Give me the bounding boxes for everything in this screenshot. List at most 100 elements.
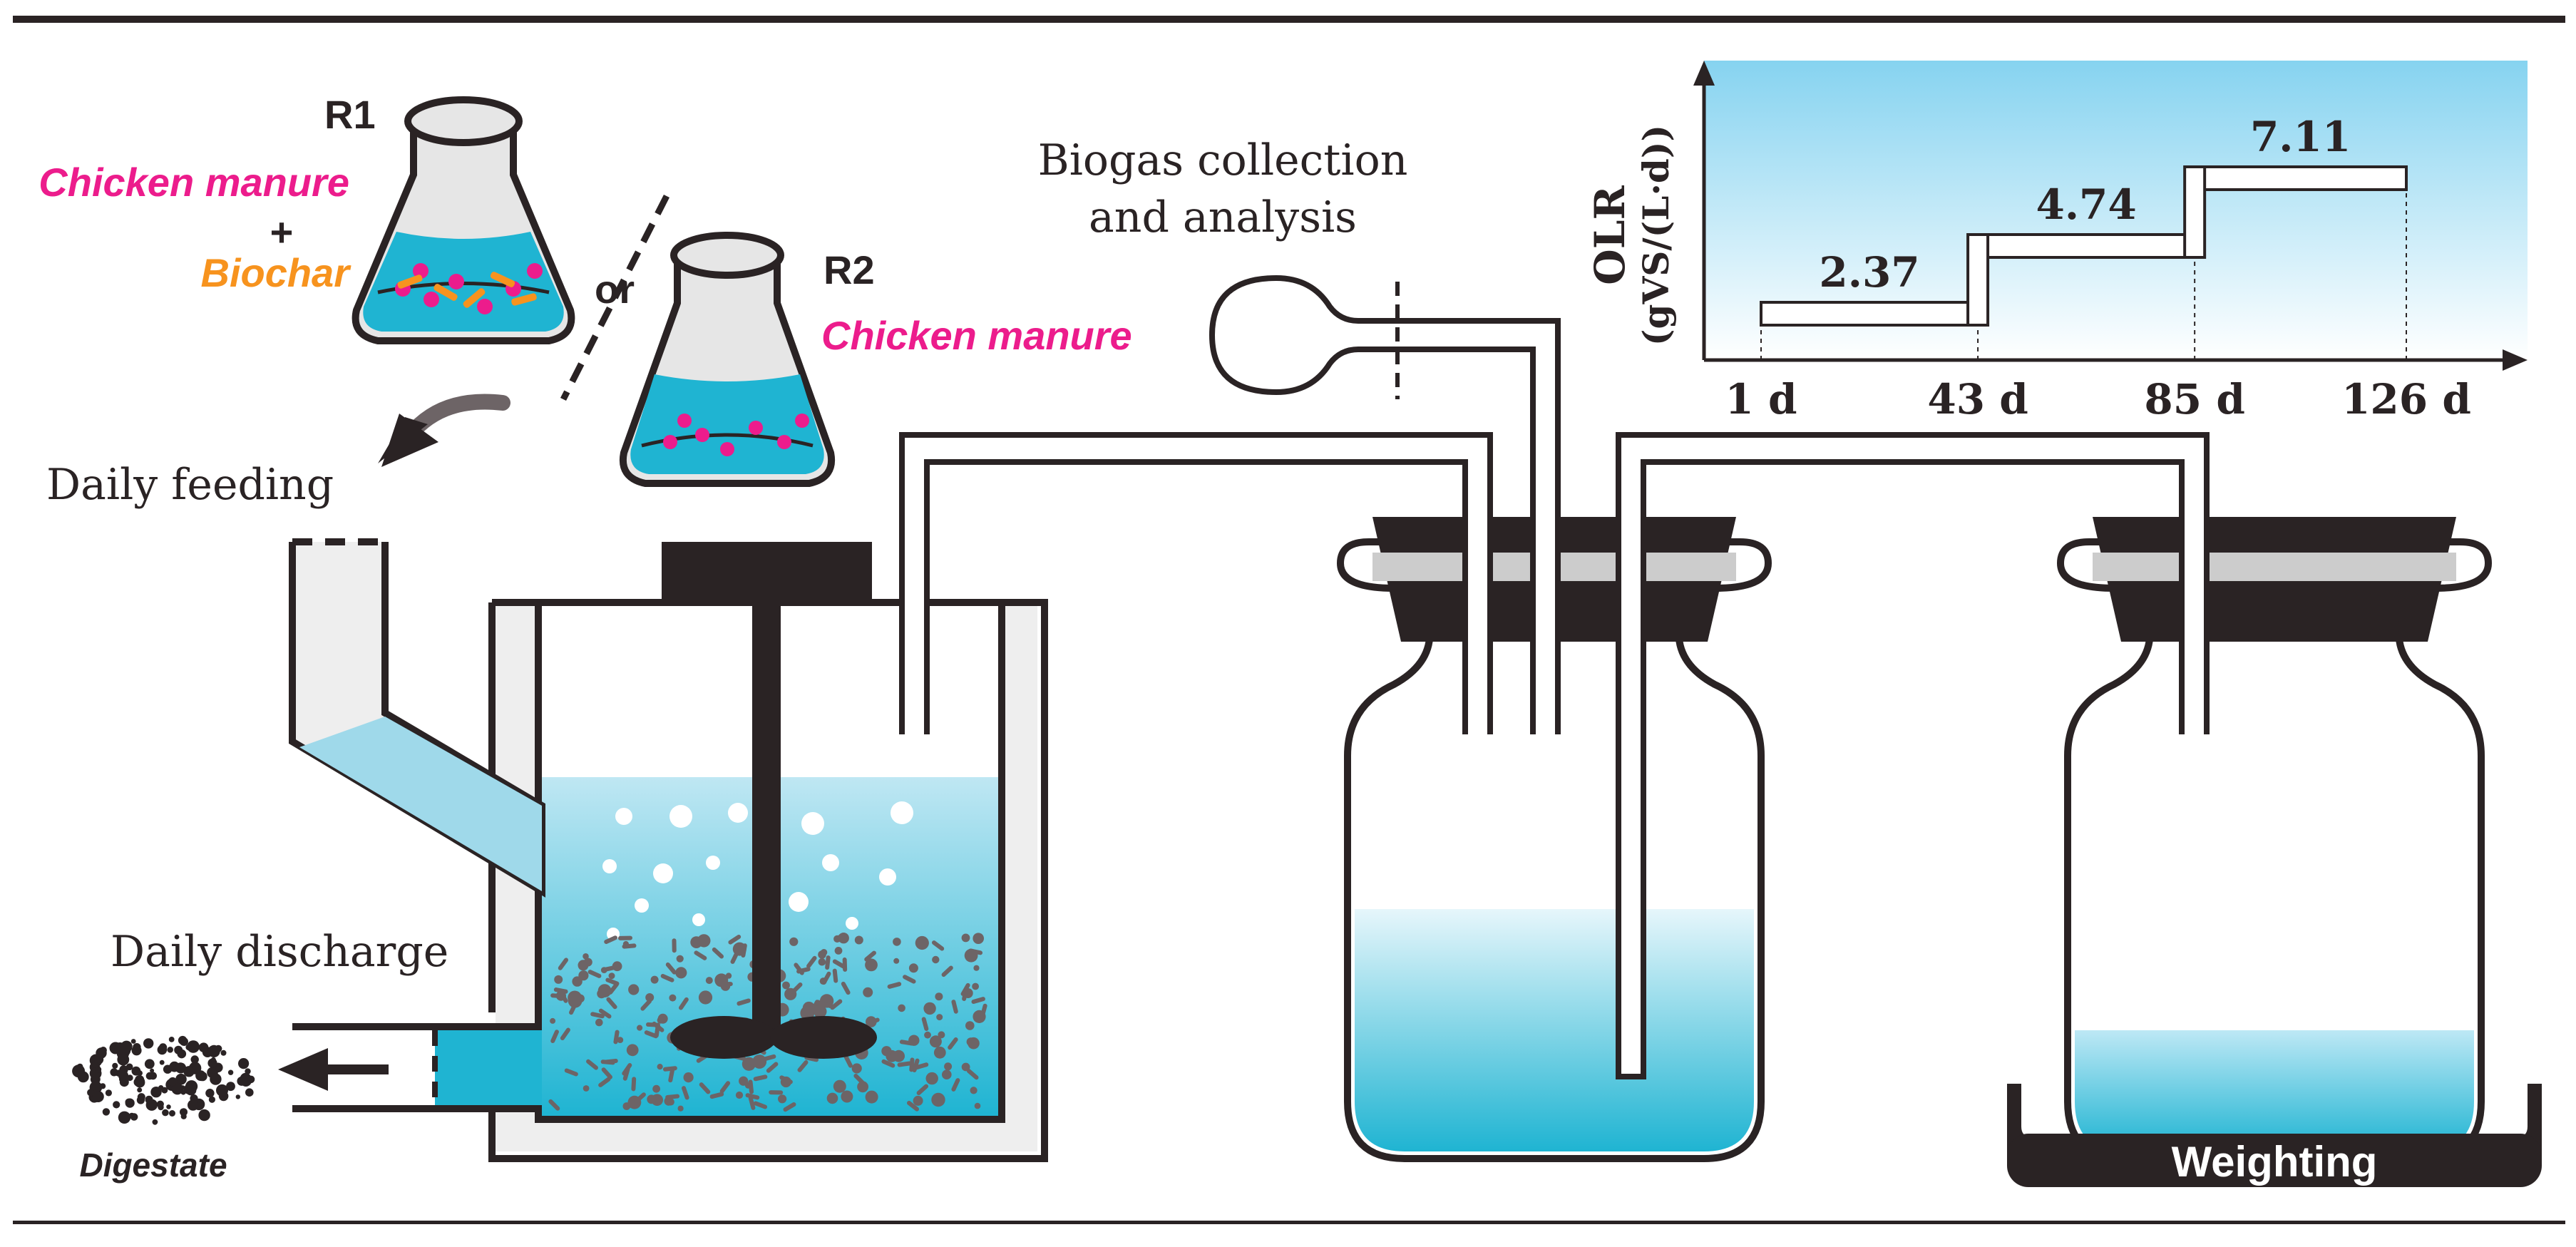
bottom-border — [13, 1221, 2565, 1224]
digestate-particle — [818, 958, 826, 966]
biogas-bubble — [789, 892, 809, 912]
digestate-piece — [134, 1077, 145, 1088]
digestate-piece — [180, 1037, 188, 1046]
digestate-particle — [646, 1022, 660, 1027]
digestate-particle — [682, 1086, 689, 1100]
digestate-particle — [832, 959, 846, 969]
digestate-particle — [665, 1094, 680, 1100]
digestate-piece — [205, 1089, 215, 1098]
biogas-bubble — [669, 805, 692, 828]
digestate-particle — [778, 1094, 787, 1104]
digestate-particle — [697, 934, 711, 948]
digestate-piece — [168, 1077, 178, 1087]
digestate-particle — [851, 1063, 862, 1074]
digestate-piece — [131, 1066, 141, 1076]
manure-dot — [527, 263, 543, 279]
digestate-particle — [903, 975, 916, 984]
digestate-particle — [966, 1069, 979, 1080]
digestate-particle — [583, 953, 589, 960]
digestate-particle — [866, 1017, 880, 1026]
digestate-piece — [175, 1062, 187, 1074]
digestate-particle — [650, 975, 659, 984]
digestate-particle — [863, 987, 873, 997]
olr-step-riser — [2183, 165, 2207, 259]
digestate-particle — [564, 1068, 578, 1077]
digestate-particle — [669, 994, 677, 1002]
digestate-particle — [683, 1072, 694, 1083]
digestate-particle — [554, 975, 563, 984]
digestate-particle — [821, 1002, 836, 1010]
digestate-particle — [908, 1035, 920, 1046]
digestate-particle — [853, 1074, 866, 1085]
digestate-particle — [766, 1062, 779, 1073]
digestate-particle — [933, 1046, 946, 1059]
digestate-particle — [637, 1025, 643, 1031]
digestate-piece — [87, 1089, 95, 1097]
digestate-piece — [166, 1104, 171, 1109]
biogas-label-line2: and analysis — [1089, 193, 1357, 242]
digestate-piece — [95, 1066, 102, 1073]
x-tick-label: 126 d — [2341, 375, 2471, 424]
digestate-particle — [932, 955, 940, 964]
digestate-particle — [699, 1082, 711, 1094]
manure-dot — [477, 299, 493, 314]
olr-value-label: 2.37 — [1819, 248, 1919, 297]
biogas-bubble — [706, 856, 720, 870]
digestate-piece — [167, 1047, 173, 1053]
digestate-particle — [906, 1100, 920, 1112]
digestate-particle — [835, 1083, 842, 1091]
biogas-bubble — [635, 898, 649, 913]
digestate-piece — [226, 1082, 235, 1092]
digestate-piece — [245, 1075, 251, 1081]
digestate-particle — [737, 998, 751, 1006]
digestate-piece — [117, 1053, 130, 1066]
digestate-particle — [865, 958, 878, 972]
digestate-particle — [942, 1069, 952, 1079]
x-tick-label: 1 d — [1725, 375, 1797, 424]
digestate-label: Digestate — [79, 1146, 227, 1184]
digestate-piece — [126, 1074, 133, 1082]
y-axis-label-line2: (gVS/(L·d)) — [1635, 125, 1677, 346]
digestate-particle — [857, 1081, 868, 1093]
digestate-particle — [597, 984, 612, 997]
digestate-particle — [964, 948, 978, 963]
digestate-piece — [177, 1049, 187, 1059]
x-tick-label: 43 d — [1927, 375, 2028, 424]
digestate-particle — [782, 981, 790, 990]
digestate-piece — [102, 1108, 111, 1116]
digestate-piece — [227, 1069, 234, 1075]
digestate-particle — [938, 1031, 945, 1039]
digestate-piece — [72, 1064, 86, 1078]
digestate-particle — [854, 935, 863, 945]
biogas-label-line1: Biogas collection — [1038, 135, 1408, 185]
digestate-piece — [187, 1040, 200, 1053]
digestate-particle — [605, 977, 620, 986]
digestate-particle — [742, 1057, 756, 1071]
digestate-piece — [131, 1045, 142, 1056]
digestate-particle — [769, 1090, 784, 1095]
digestate-particle — [676, 955, 684, 963]
digestate-particle — [865, 1090, 878, 1104]
digestate-particle — [631, 1077, 637, 1092]
digestate-piece — [136, 1096, 145, 1104]
digestate-particle — [800, 1006, 815, 1020]
digestate-piece — [144, 1059, 155, 1069]
manure-dot — [677, 414, 692, 428]
digestate-piece — [162, 1109, 169, 1117]
digestate-particle — [752, 1054, 767, 1069]
digestate-particle — [825, 955, 831, 970]
olr-step-riser — [1966, 233, 1990, 327]
digestate-particle — [558, 958, 569, 970]
digestate-particle — [586, 1059, 598, 1070]
digestate-particle — [578, 970, 589, 981]
digestate-particle — [916, 1084, 929, 1095]
digestate-particle — [595, 1018, 603, 1027]
digestate-particle — [881, 1059, 896, 1068]
digestate-particle — [912, 1058, 920, 1072]
biogas-bubble — [728, 803, 748, 823]
digestate-particle — [970, 1087, 977, 1094]
manure-dot — [795, 414, 809, 428]
manure-dot — [448, 274, 464, 289]
digestate-piece — [92, 1091, 104, 1102]
digestate-particle — [965, 1021, 975, 1030]
